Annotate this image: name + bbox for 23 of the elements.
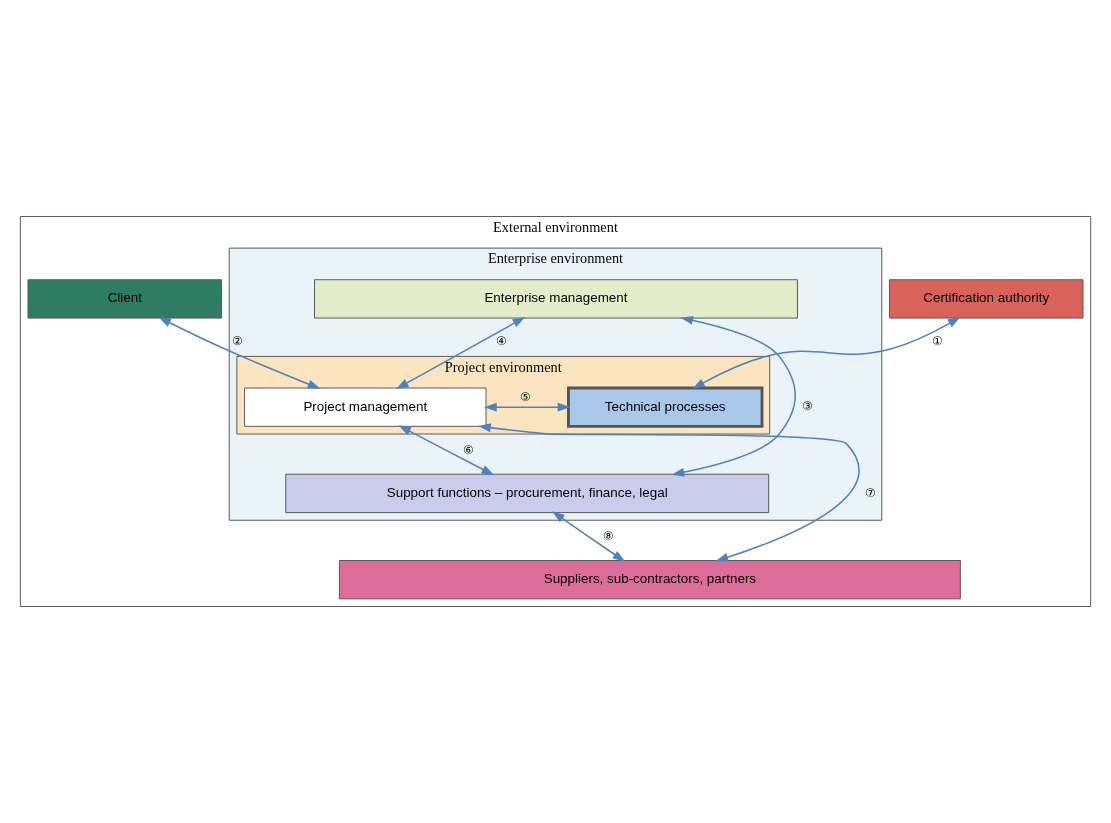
node-box: Enterprise management <box>314 279 798 319</box>
edge-label: ④ <box>495 334 507 349</box>
node-box: Client <box>27 279 223 319</box>
arrow <box>478 423 860 562</box>
edge-label: ⑦ <box>865 485 877 500</box>
edge-label: ③ <box>802 399 814 414</box>
edge-label: ⑤ <box>520 389 532 404</box>
edge-label: ① <box>931 334 943 349</box>
node-box: Support functions – procurement, finance, legal <box>285 473 770 514</box>
arrow <box>671 315 796 477</box>
edge-label: ⑥ <box>462 442 474 457</box>
arrow <box>395 317 526 390</box>
arrow <box>692 316 961 390</box>
edge-label: ⑧ <box>602 528 614 543</box>
node-box: Certification authority <box>888 279 1084 319</box>
edge-label: ② <box>232 334 244 349</box>
node-box: Project management <box>244 387 487 427</box>
arrow <box>398 425 495 476</box>
node-box: Technical processes <box>567 386 764 428</box>
arrow <box>484 402 571 412</box>
node-box: Suppliers, sub-contractors, partners <box>338 560 961 600</box>
arrow <box>158 317 321 389</box>
arrow <box>551 511 626 562</box>
